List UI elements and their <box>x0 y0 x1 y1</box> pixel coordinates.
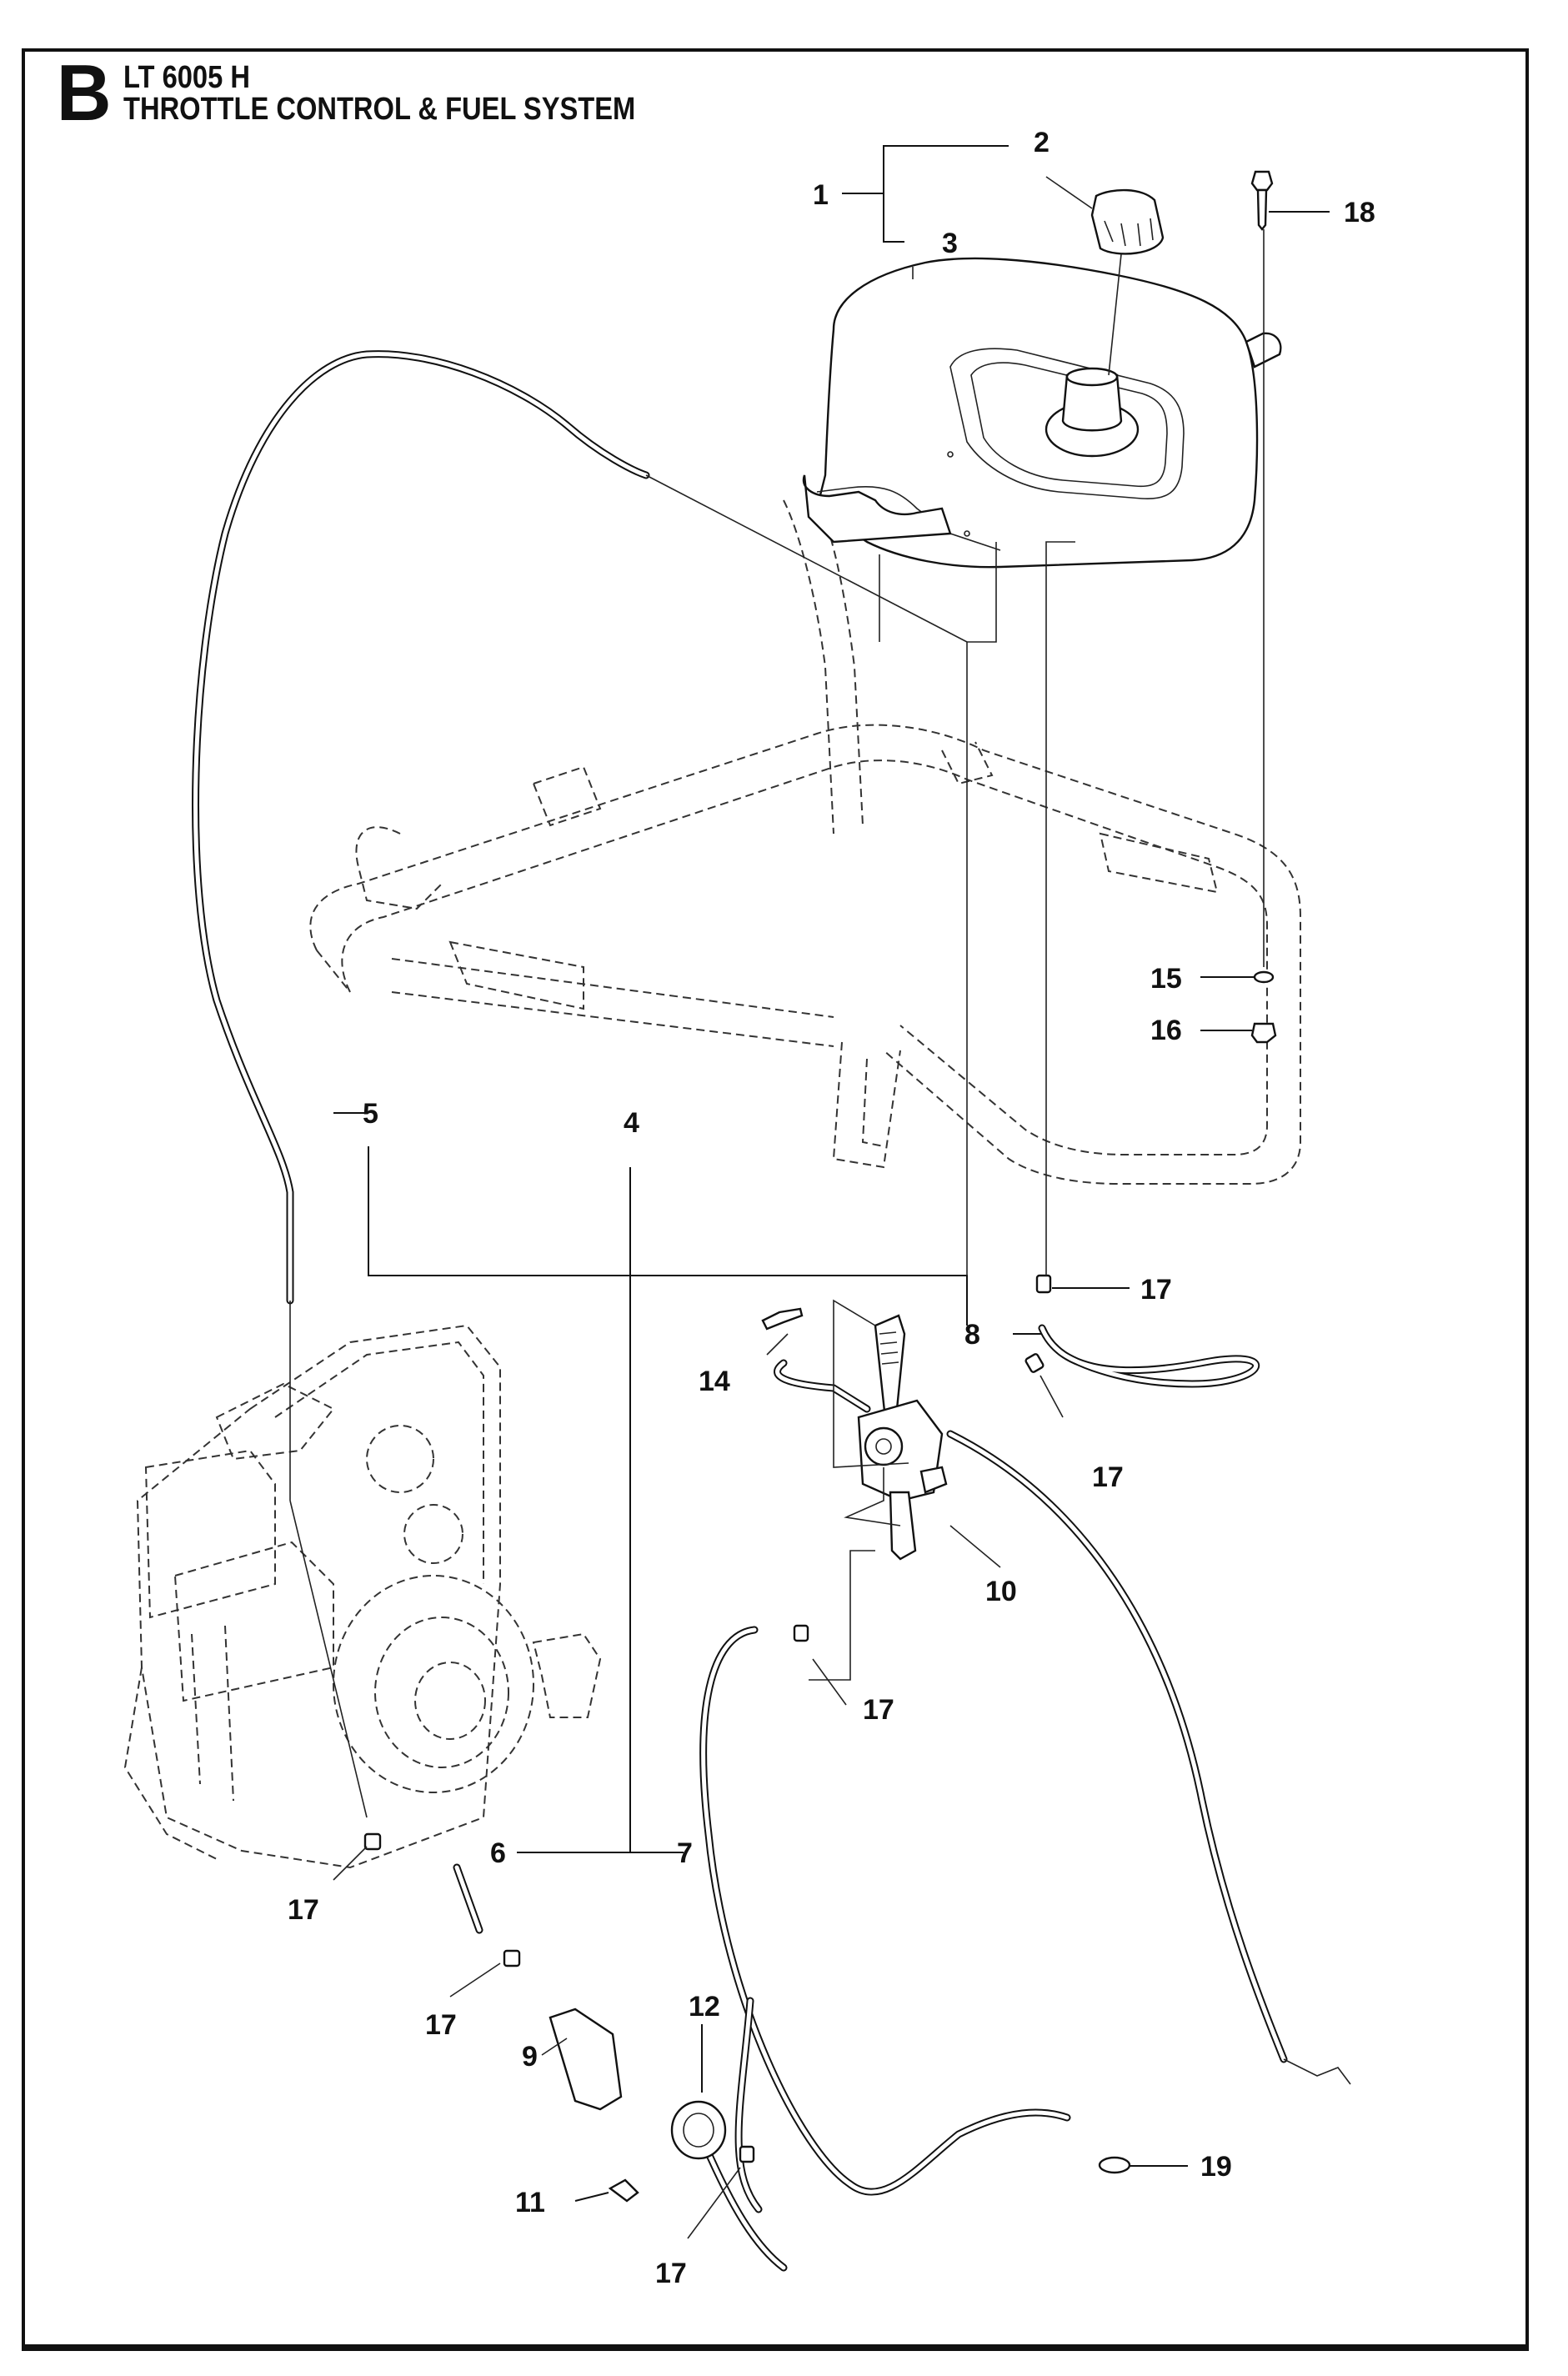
hose-clamps <box>363 1274 1052 2163</box>
section-letter: B <box>56 48 112 138</box>
callout-16: 16 <box>1150 1015 1182 1046</box>
callout-6: 6 <box>490 1837 506 1869</box>
callout-4: 4 <box>624 1107 639 1139</box>
handle-frame <box>309 499 1301 1185</box>
callout-17-b: 17 <box>1092 1461 1124 1493</box>
fuel-filter-drawing <box>549 2008 623 2111</box>
diagram-frame <box>22 48 1529 2351</box>
throttle-drawing <box>857 1314 948 1561</box>
bolt-18-drawing <box>1250 170 1274 231</box>
model-title: LT 6005 H <box>123 60 250 95</box>
callout-17-e: 17 <box>425 2009 457 2041</box>
clip-19-drawing <box>1098 2156 1131 2174</box>
callout-15: 15 <box>1150 963 1182 995</box>
callout-9: 9 <box>522 2041 538 2073</box>
callout-labels: 1 2 3 4 5 6 7 8 9 10 11 12 14 15 16 17 1… <box>288 127 1375 2289</box>
callout-12: 12 <box>689 1991 720 2023</box>
washer-drawing <box>1253 970 1275 984</box>
screw-drawing <box>761 1307 804 1331</box>
callout-10: 10 <box>985 1576 1017 1607</box>
callout-2: 2 <box>1034 127 1050 158</box>
callout-5: 5 <box>363 1098 378 1130</box>
callout-17-c: 17 <box>863 1694 894 1726</box>
leader-lines <box>333 145 1330 2239</box>
bolt-11-drawing <box>608 2178 639 2203</box>
fuel-tank-drawing <box>802 257 1282 569</box>
callout-14: 14 <box>699 1366 730 1397</box>
section-title: THROTTLE CONTROL & FUEL SYSTEM <box>123 92 636 127</box>
engine-drawing <box>123 1324 602 1869</box>
fuel-pump-drawing <box>670 2100 727 2160</box>
callout-1: 1 <box>813 179 829 211</box>
callout-3: 3 <box>942 228 958 259</box>
callout-7: 7 <box>677 1837 693 1869</box>
callout-11: 11 <box>515 2187 545 2218</box>
callout-19: 19 <box>1200 2151 1232 2183</box>
callout-17-d: 17 <box>288 1894 319 1926</box>
callout-17-a: 17 <box>1140 1274 1172 1306</box>
callout-8: 8 <box>964 1319 980 1351</box>
callout-18: 18 <box>1344 197 1375 228</box>
callout-17-f: 17 <box>655 2258 687 2289</box>
nut-drawing <box>1250 1022 1277 1044</box>
fuel-cap-drawing <box>1090 188 1165 255</box>
cables <box>192 350 1351 2272</box>
